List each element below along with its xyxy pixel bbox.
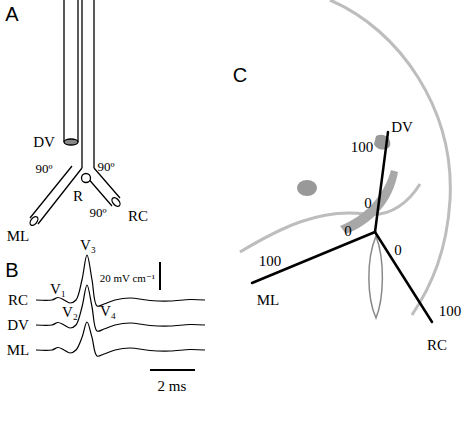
electrode-name: ML	[7, 229, 30, 244]
axis-tick: 0	[394, 243, 402, 258]
voltage-trace	[36, 322, 205, 356]
axis-tick: 100	[439, 304, 462, 319]
axis-name: DV	[391, 120, 413, 135]
voltage-traces	[36, 255, 205, 356]
brain-section	[240, 0, 450, 318]
panel-letter: C	[233, 65, 247, 85]
panel-letter: B	[5, 260, 18, 280]
panel-letter: A	[5, 4, 18, 24]
trace-name: DV	[7, 318, 29, 333]
axis-tick: 0	[364, 196, 372, 211]
axis-tick: 100	[351, 140, 374, 155]
electrode-name: DV	[33, 135, 55, 150]
axis-tick: 0	[344, 224, 352, 239]
angle-label: 90º	[97, 160, 114, 173]
scale-label: 2 ms	[158, 379, 187, 394]
wave-label: V₄	[100, 304, 116, 319]
scale-bars	[150, 262, 195, 370]
axis-tick: 100	[259, 254, 282, 269]
electrode-name: R	[73, 189, 83, 204]
axis-name: ML	[257, 293, 280, 308]
electrode-drawing	[29, 0, 122, 227]
wave-label: V₁	[50, 282, 66, 297]
scale-label: 20 mV cm⁻¹	[100, 273, 155, 284]
axis-name: RC	[427, 338, 447, 353]
angle-label: 90º	[35, 162, 52, 175]
axes	[252, 132, 432, 322]
voltage-trace	[36, 255, 205, 306]
trace-name: RC	[8, 293, 28, 308]
wave-label: V₂	[62, 305, 78, 320]
electrode-name: RC	[128, 209, 148, 224]
angle-label: 90º	[89, 206, 106, 219]
wave-label: V₃	[80, 238, 96, 253]
trace-name: ML	[7, 343, 30, 358]
